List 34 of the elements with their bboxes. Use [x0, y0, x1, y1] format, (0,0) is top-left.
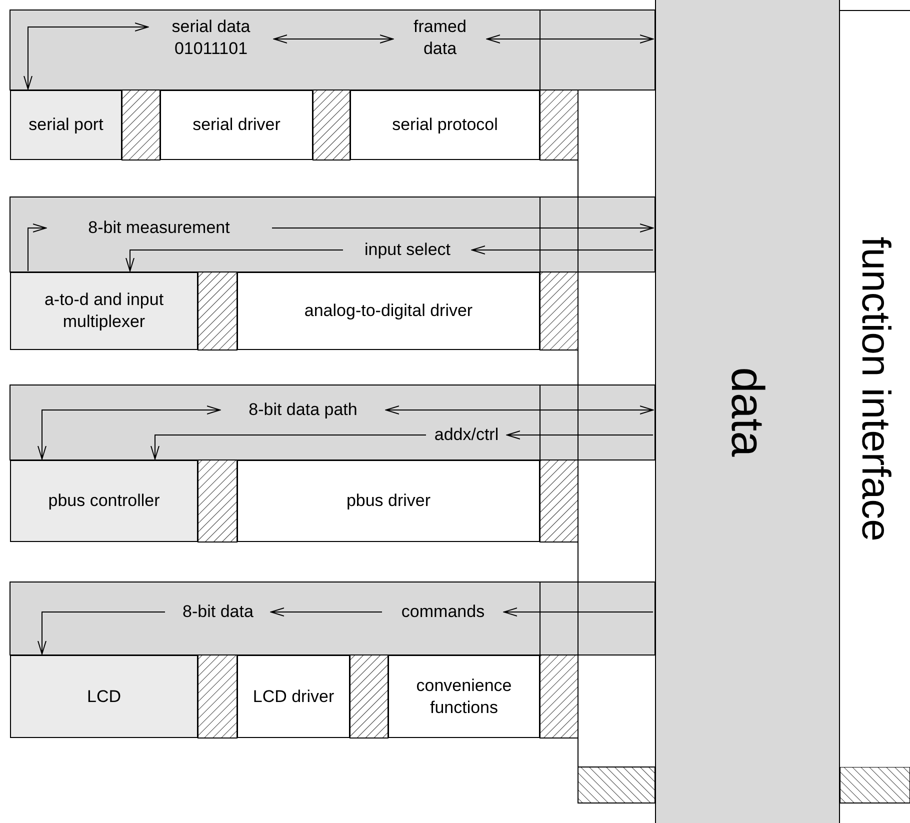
signal-label: addx/ctrl	[428, 424, 505, 446]
arrow	[386, 406, 654, 414]
arrow	[28, 224, 46, 272]
arrow	[270, 608, 382, 616]
arrow	[274, 34, 394, 44]
hardware-box: serial port	[10, 90, 122, 160]
arrow	[272, 224, 654, 232]
driver-box: analog-to-digital driver	[237, 272, 540, 350]
driver-box: serial protocol	[350, 90, 540, 160]
arrow	[472, 246, 654, 254]
hardware-box: pbus controller	[10, 460, 198, 542]
signal-label: framed data	[395, 16, 485, 62]
driver-box: convenience functions	[388, 655, 540, 738]
arrow	[126, 250, 344, 272]
signal-label: commands	[384, 601, 502, 623]
arrow	[506, 430, 654, 440]
signal-label: 8-bit measurement	[48, 217, 270, 239]
driver-box: LCD driver	[237, 655, 350, 738]
arrow	[38, 406, 220, 460]
driver-box: pbus driver	[237, 460, 540, 542]
signal-label: serial data 01011101	[150, 16, 272, 62]
data-column: data	[655, 0, 840, 823]
signal-label: 8-bit data path	[222, 399, 384, 421]
interface-column: function interface	[840, 10, 910, 767]
signal-label: 8-bit data	[167, 601, 269, 623]
driver-box: serial driver	[160, 90, 313, 160]
arrow	[24, 22, 148, 90]
hardware-box: LCD	[10, 655, 198, 738]
signal-label: input select	[345, 239, 470, 261]
arrow	[38, 612, 166, 654]
arrow	[150, 434, 426, 460]
arrow	[504, 608, 654, 616]
arrow	[486, 34, 654, 44]
hardware-box: a-to-d and input multiplexer	[10, 272, 198, 350]
